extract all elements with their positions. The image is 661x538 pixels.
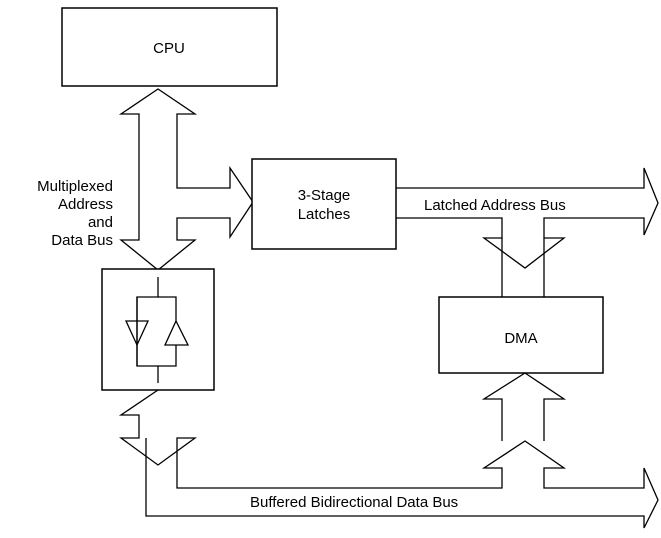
buffered-data-bus-arrow (118, 389, 659, 529)
bidirectional-buffer-icon (124, 277, 190, 383)
latches-label-line2: Latches (298, 206, 351, 223)
multiplexed-bus-label-line3: and (88, 214, 113, 231)
latches-block (251, 158, 397, 250)
cpu-block (61, 7, 278, 87)
multiplexed-bus-arrow (118, 88, 254, 271)
multiplexed-bus-label-line1: Multiplexed (37, 178, 113, 195)
multiplexed-bus-label-line2: Address (58, 196, 113, 213)
cpu-label: CPU (153, 40, 185, 57)
dma-label: DMA (504, 330, 537, 347)
buffered-data-bus-label: Buffered Bidirectional Data Bus (250, 494, 458, 511)
dma-block (438, 296, 604, 374)
latches-label-line1: 3-Stage (298, 187, 351, 204)
latched-address-bus-arrow (396, 167, 659, 269)
multiplexed-bus-label-line4: Data Bus (51, 232, 113, 249)
dma-data-arrow (481, 372, 567, 441)
latched-address-bus-label: Latched Address Bus (424, 197, 566, 214)
